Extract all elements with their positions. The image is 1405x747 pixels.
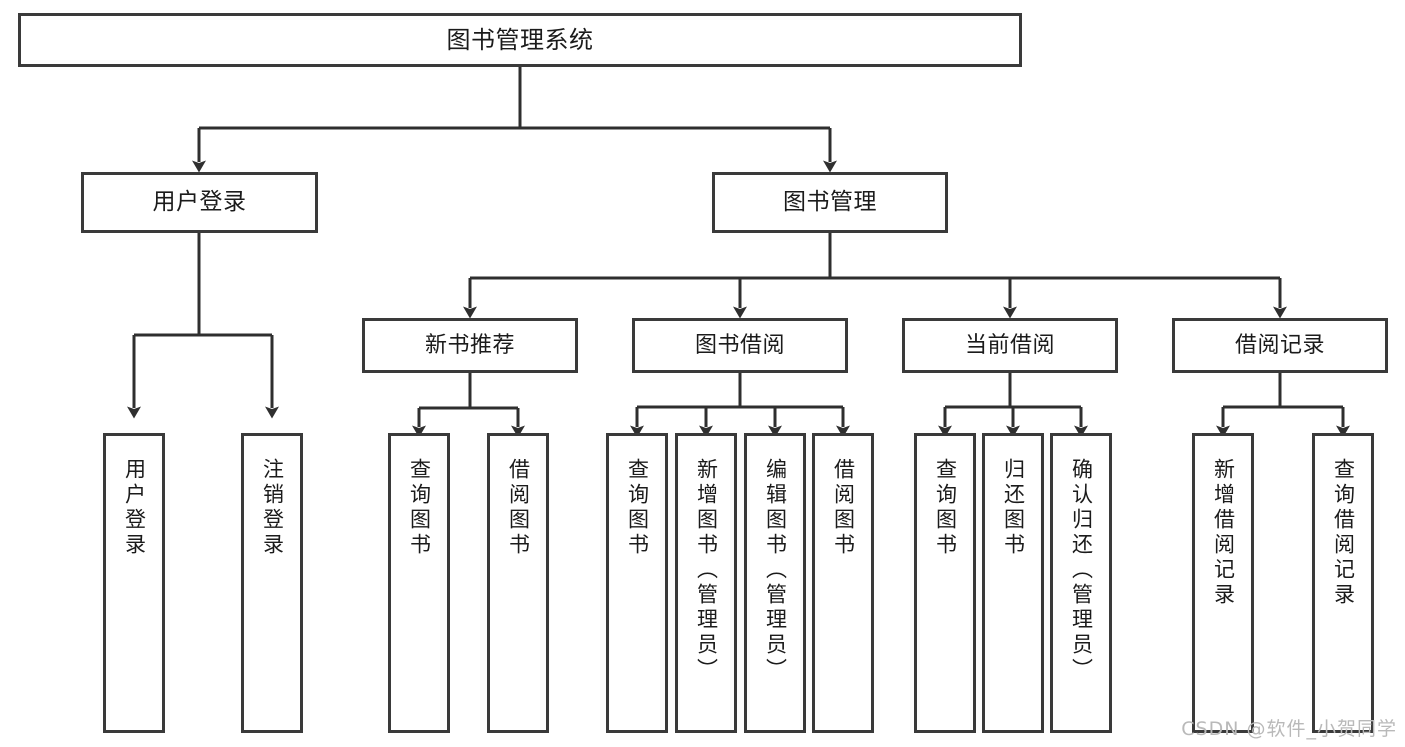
leaf-label: 查询借阅记录 bbox=[1331, 458, 1356, 608]
leaf-borrow-add-book-admin[interactable]: 新增图书（管理员） bbox=[675, 433, 737, 733]
leaf-current-confirm-return-admin[interactable]: 确认归还（管理员） bbox=[1050, 433, 1112, 733]
node-root-system[interactable]: 图书管理系统 bbox=[18, 13, 1022, 67]
leaf-label: 注销登录 bbox=[260, 458, 285, 558]
leaf-record-add-record[interactable]: 新增借阅记录 bbox=[1192, 433, 1254, 733]
leaf-label: 新增借阅记录 bbox=[1211, 458, 1236, 608]
leaf-label: 查询图书 bbox=[625, 458, 650, 558]
csdn-watermark: CSDN @软件_小贺同学 bbox=[1181, 718, 1397, 740]
leaf-recommend-borrow-book[interactable]: 借阅图书 bbox=[487, 433, 549, 733]
node-book-management[interactable]: 图书管理 bbox=[712, 172, 948, 233]
leaf-current-query-book[interactable]: 查询图书 bbox=[914, 433, 976, 733]
leaf-label: 编辑图书（管理员） bbox=[763, 458, 788, 683]
leaf-label: 归还图书 bbox=[1001, 458, 1026, 558]
leaf-recommend-query-book[interactable]: 查询图书 bbox=[388, 433, 450, 733]
node-book-borrow[interactable]: 图书借阅 bbox=[632, 318, 848, 373]
leaf-borrow-borrow-book[interactable]: 借阅图书 bbox=[812, 433, 874, 733]
leaf-label: 确认归还（管理员） bbox=[1069, 458, 1094, 683]
leaf-label: 用户登录 bbox=[122, 458, 147, 558]
leaf-label: 借阅图书 bbox=[506, 458, 531, 558]
leaf-label: 查询图书 bbox=[407, 458, 432, 558]
node-user-login[interactable]: 用户登录 bbox=[81, 172, 318, 233]
leaf-borrow-query-book[interactable]: 查询图书 bbox=[606, 433, 668, 733]
leaf-label: 查询图书 bbox=[933, 458, 958, 558]
leaf-label: 借阅图书 bbox=[831, 458, 856, 558]
node-current-borrow[interactable]: 当前借阅 bbox=[902, 318, 1118, 373]
leaf-user-login-logout[interactable]: 注销登录 bbox=[241, 433, 303, 733]
leaf-user-login-login[interactable]: 用户登录 bbox=[103, 433, 165, 733]
node-new-book-recommend[interactable]: 新书推荐 bbox=[362, 318, 578, 373]
leaf-record-query-record[interactable]: 查询借阅记录 bbox=[1312, 433, 1374, 733]
node-borrow-record[interactable]: 借阅记录 bbox=[1172, 318, 1388, 373]
leaf-borrow-edit-book-admin[interactable]: 编辑图书（管理员） bbox=[744, 433, 806, 733]
leaf-label: 新增图书（管理员） bbox=[694, 458, 719, 683]
leaf-current-return-book[interactable]: 归还图书 bbox=[982, 433, 1044, 733]
